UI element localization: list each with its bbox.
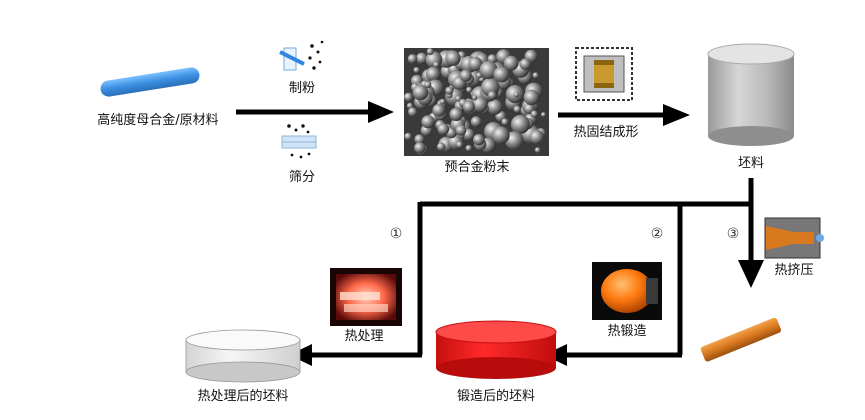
arrow-left-heat-treated	[289, 344, 312, 366]
powder-particle	[459, 69, 472, 82]
hot-extrusion-icon	[764, 217, 824, 259]
powder-particle	[421, 115, 435, 129]
powder-particle	[432, 103, 446, 117]
prealloy-powder-image	[404, 48, 549, 156]
powder-particle	[487, 99, 503, 115]
powder-particle	[412, 84, 429, 101]
powder-particle	[503, 55, 519, 71]
powder-particle	[408, 107, 418, 117]
powder-particle	[433, 61, 440, 68]
raw-material-rod-icon	[100, 67, 200, 97]
arrow-down-extrusion	[738, 260, 764, 288]
powder-particle	[424, 81, 432, 89]
powder-particle	[455, 95, 462, 102]
powder-particle	[426, 48, 434, 55]
route-number-3: ③	[726, 226, 740, 242]
powder-particle	[479, 60, 498, 80]
powder-particle	[445, 86, 454, 95]
powder-particle	[426, 66, 441, 82]
powder-particle	[513, 92, 520, 98]
powder-particle	[513, 105, 521, 114]
billet-cylinder	[707, 43, 795, 146]
hot-forging-image	[592, 262, 662, 320]
label-billet: 坯料	[737, 156, 765, 171]
hot-consolidation-icon	[575, 47, 633, 101]
powder-particle	[439, 98, 446, 105]
label-heat-treated-billet: 热处理后的坯料	[197, 389, 289, 404]
powder-particle	[481, 77, 500, 97]
powder-particle	[534, 147, 541, 154]
powder-particle	[465, 144, 473, 152]
forged-billet-cylinder	[435, 320, 557, 379]
powder-making-icon	[279, 40, 324, 71]
powder-particle	[456, 141, 464, 149]
powder-particle	[487, 90, 497, 100]
powder-particle	[472, 95, 478, 101]
flow-lines	[310, 178, 754, 358]
label-hot-consolidation: 热固结成形	[573, 125, 639, 140]
powder-particle	[436, 142, 446, 151]
sieving-icon	[281, 124, 317, 159]
powder-particle	[406, 102, 414, 109]
powder-particle	[414, 134, 425, 145]
powder-particle	[413, 67, 420, 74]
label-raw-material: 高纯度母合金/原材料	[97, 113, 219, 128]
powder-particle	[501, 118, 509, 126]
heat-treatment-image	[330, 268, 402, 326]
arrow-raw-to-powder	[236, 101, 394, 123]
powder-particle	[472, 96, 488, 113]
powder-particle	[541, 112, 546, 118]
powder-particle	[510, 114, 530, 134]
powder-particle	[445, 50, 461, 66]
label-heat-treatment: 热处理	[344, 329, 384, 344]
powder-particle	[493, 66, 510, 83]
powder-particle	[473, 134, 485, 146]
powder-particle	[532, 72, 539, 79]
powder-particle	[468, 56, 483, 71]
powder-particle	[466, 86, 473, 93]
heat-treated-billet-cylinder	[185, 329, 301, 383]
powder-particle	[416, 52, 428, 64]
powder-particle	[449, 107, 463, 121]
route-number-1: ①	[389, 226, 403, 242]
powder-particle	[529, 129, 544, 145]
powder-particle	[470, 116, 482, 128]
powder-particle	[530, 110, 539, 118]
label-hot-extrusion: 热挤压	[774, 263, 814, 278]
powder-particle	[404, 132, 412, 141]
powder-particle	[476, 72, 483, 79]
powder-particle	[492, 126, 510, 144]
label-prealloy-powder: 预合金粉末	[444, 160, 510, 175]
label-sieving: 筛分	[288, 170, 316, 185]
powder-particle	[404, 92, 413, 102]
powder-particle	[437, 123, 450, 135]
powder-particle	[505, 131, 524, 150]
powder-particle	[462, 100, 475, 113]
route-number-2: ②	[650, 226, 664, 242]
powder-particle	[519, 58, 531, 70]
label-forged-billet: 锻造后的坯料	[456, 389, 536, 404]
powder-particle	[407, 54, 418, 64]
powder-particle	[414, 142, 426, 154]
label-hot-forging: 热锻造	[607, 324, 647, 339]
powder-particle	[455, 124, 467, 136]
label-powder-making: 制粉	[288, 81, 316, 96]
powder-particle	[523, 89, 540, 106]
extruded-rod-icon	[700, 317, 782, 362]
arrow-powder-to-billet	[558, 104, 690, 126]
